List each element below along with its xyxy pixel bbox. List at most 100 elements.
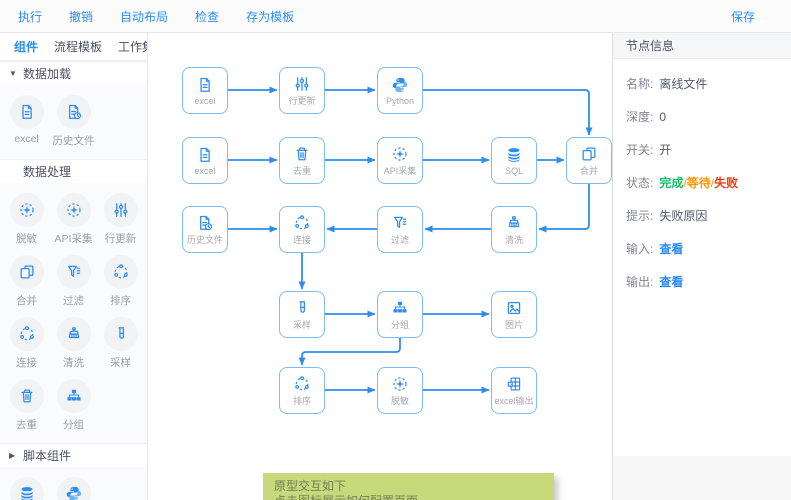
broom-icon bbox=[508, 215, 520, 227]
doc-icon bbox=[200, 77, 210, 92]
node-icon-wrap bbox=[196, 213, 214, 232]
component-icon-circle bbox=[103, 255, 138, 289]
flow-node-group[interactable]: 分组 bbox=[377, 291, 423, 338]
component-去重[interactable]: 去重 bbox=[3, 374, 50, 436]
node-label: 行更新 bbox=[288, 96, 316, 106]
section-header-data-process[interactable]: 数据处理 bbox=[0, 159, 147, 183]
flow-node-connect[interactable]: 连接 bbox=[279, 206, 325, 253]
component-icon-circle bbox=[9, 477, 44, 500]
node-icon-wrap bbox=[505, 374, 523, 393]
toolbar-item-自动布局[interactable]: 自动布局 bbox=[120, 9, 169, 24]
flow-canvas[interactable]: excel 行更新 Python excel 去重 API采集 SQL 合并历史文件 连接 过滤 清… bbox=[149, 33, 612, 500]
component-历史文件[interactable]: 历史文件 bbox=[50, 90, 97, 152]
node-label: excel bbox=[194, 165, 216, 176]
flow-node-row-update[interactable]: 行更新 bbox=[279, 67, 325, 114]
toolbar-item-存为模板[interactable]: 存为模板 bbox=[246, 9, 295, 24]
component-脱敏[interactable]: 脱敏 bbox=[3, 188, 50, 250]
node-icon-wrap bbox=[391, 298, 409, 317]
node-label: 排序 bbox=[292, 396, 311, 406]
sticky-note[interactable]: 原型交互如下 点击图标展示如何配置页面 bbox=[263, 473, 554, 500]
field-value: 0 bbox=[659, 110, 667, 124]
node-icon-wrap bbox=[196, 76, 214, 95]
component-分组[interactable]: 分组 bbox=[50, 374, 97, 436]
component-icon-circle bbox=[9, 317, 44, 351]
funnel-icon bbox=[67, 265, 80, 277]
tube-icon bbox=[117, 327, 124, 339]
toolbar-item-检查[interactable]: 检查 bbox=[195, 9, 220, 24]
component-清洗[interactable]: 清洗 bbox=[50, 312, 97, 374]
field-name: 名称:离线文件 bbox=[626, 75, 778, 92]
field-output: 输出:查看 bbox=[626, 273, 778, 290]
flow-node-mask[interactable]: 脱敏 bbox=[377, 367, 423, 414]
flow-node-excel-2[interactable]: excel bbox=[182, 137, 228, 184]
flow-node-image[interactable]: 图片 bbox=[491, 291, 537, 338]
section-header-data-load[interactable]: ▼数据加载 bbox=[0, 61, 147, 85]
node-icon-wrap bbox=[505, 146, 523, 165]
flow-node-sample[interactable]: 采样 bbox=[279, 291, 325, 338]
component-grid-data-process: 脱敏 API采集行更新合并过滤排序连接清洗 采样去重 分组 bbox=[0, 183, 147, 443]
toolbar-item-撤销[interactable]: 撤销 bbox=[69, 9, 94, 24]
doc-clock-icon bbox=[68, 104, 81, 120]
excel-out-icon bbox=[507, 376, 521, 391]
section-title: 脚本组件 bbox=[23, 449, 72, 463]
gear-dashed-icon bbox=[393, 146, 407, 161]
flow-node-sort[interactable]: 排序 bbox=[279, 367, 325, 414]
node-icon-wrap bbox=[580, 144, 598, 163]
flow-node-dedup[interactable]: 去重 bbox=[279, 137, 325, 184]
component-行更新[interactable]: 行更新 bbox=[97, 188, 144, 250]
section-title: 数据处理 bbox=[23, 165, 72, 179]
flow-node-excel-1[interactable]: excel bbox=[182, 67, 228, 114]
sidebar-tab-组件[interactable]: 组件 bbox=[14, 40, 39, 54]
component-icon-circle bbox=[9, 95, 44, 129]
field-label: 输入: bbox=[626, 242, 654, 256]
gear-dashed-icon bbox=[19, 203, 34, 217]
component-过滤[interactable]: 过滤 bbox=[50, 250, 97, 312]
component-label: 清洗 bbox=[63, 357, 84, 369]
component-API采集[interactable]: API采集 bbox=[50, 188, 97, 250]
node-label: API采集 bbox=[383, 166, 417, 176]
sidebar-tab-工作集[interactable]: 工作集 bbox=[118, 40, 147, 54]
field-label: 开关: bbox=[626, 143, 654, 157]
component-连接[interactable]: 连接 bbox=[3, 312, 50, 374]
flow-node-excel-output[interactable]: excel输出 bbox=[491, 367, 537, 414]
component-合并[interactable]: 合并 bbox=[3, 250, 50, 312]
status-badge: 完成/等待/失败 bbox=[659, 174, 738, 191]
db-icon bbox=[20, 487, 33, 500]
view-link-output[interactable]: 查看 bbox=[659, 275, 684, 289]
chevron-down-icon: ▼ bbox=[9, 69, 17, 78]
flow-node-sql[interactable]: SQL bbox=[491, 137, 537, 184]
sidebar-tab-流程模板[interactable]: 流程模板 bbox=[54, 40, 103, 54]
component-Python[interactable]: Python bbox=[50, 472, 97, 500]
component-SQL[interactable]: SQL bbox=[3, 472, 50, 500]
flow-node-merge[interactable]: 合并 bbox=[566, 137, 612, 184]
component-icon-circle bbox=[103, 193, 138, 227]
component-excel[interactable]: excel bbox=[3, 90, 50, 152]
flow-node-clean[interactable]: 清洗 bbox=[491, 206, 537, 253]
component-排序[interactable]: 排序 bbox=[97, 250, 144, 312]
node-label: 历史文件 bbox=[186, 235, 223, 245]
field-value: 失败原因 bbox=[659, 209, 708, 223]
python-icon bbox=[66, 486, 81, 500]
save-button[interactable]: 保存 bbox=[730, 9, 755, 24]
node-label: excel输出 bbox=[494, 396, 534, 406]
component-label: 去重 bbox=[16, 419, 37, 431]
flow-node-filter[interactable]: 过滤 bbox=[377, 206, 423, 253]
flow-node-history-file[interactable]: 历史文件 bbox=[182, 206, 228, 253]
flow-node-api-collect[interactable]: API采集 bbox=[377, 137, 423, 184]
view-link-input[interactable]: 查看 bbox=[659, 242, 684, 256]
component-label: 脱敏 bbox=[16, 233, 37, 245]
image-icon bbox=[507, 301, 521, 314]
cycle-dashed-icon bbox=[113, 264, 128, 279]
section-header-script[interactable]: ▶脚本组件 bbox=[0, 443, 147, 467]
status-separator: / bbox=[683, 176, 687, 190]
component-采样[interactable]: 采样 bbox=[97, 312, 144, 374]
sticky-note-line: 原型交互如下 bbox=[274, 479, 347, 493]
toolbar-item-执行[interactable]: 执行 bbox=[18, 9, 43, 24]
python-icon bbox=[392, 77, 408, 93]
field-switch: 开关:开 bbox=[626, 141, 778, 158]
component-label: 行更新 bbox=[104, 233, 137, 245]
flow-node-python[interactable]: Python bbox=[377, 67, 423, 114]
gear-dashed-icon bbox=[66, 203, 81, 217]
node-label: Python bbox=[385, 95, 415, 106]
